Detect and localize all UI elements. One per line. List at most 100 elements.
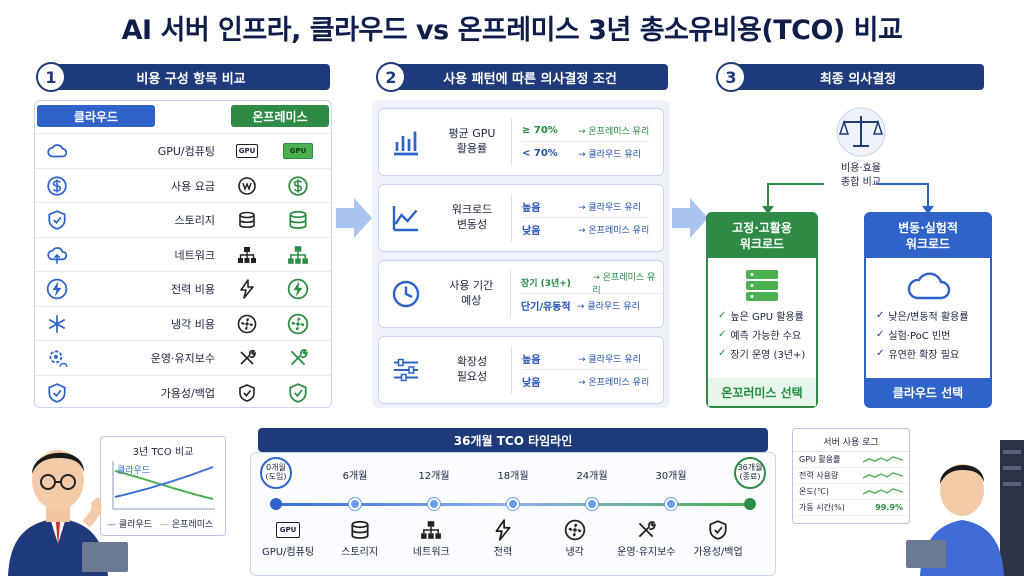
timeline-point-label: 18개월 xyxy=(497,471,529,482)
fan-icon xyxy=(229,314,265,334)
condition-box: 사용 기간 예상 장기 (3년+) → 온프레미스 유리 단기/유동적 → 클라… xyxy=(378,260,664,328)
database-icon xyxy=(325,517,395,543)
mini-chart-legend: — 클라우드 — 온프레미스 xyxy=(107,517,213,530)
comparison-item-label: 사용 요금 xyxy=(171,179,215,193)
scale-label: 비용·효율 종합 비교 xyxy=(841,163,881,188)
step-1-header: 비용 구성 항목 비교 xyxy=(52,64,330,90)
condition-row: ≥ 70% → 온프레미스 유리 xyxy=(522,120,650,142)
onprem-tools-icon xyxy=(265,347,331,369)
network-icon xyxy=(229,245,265,265)
server-log-row: 온도(℃) xyxy=(793,484,909,500)
tools-icon xyxy=(611,517,681,543)
condition-result: → 온프레미스 유리 xyxy=(592,272,656,296)
condition-label: 사용 기간 예상 xyxy=(449,279,494,307)
decision-criterion: ✓실험·PoC 빈번 xyxy=(876,329,951,342)
check-icon: ✓ xyxy=(718,310,727,321)
condition-box: 워크로드 변동성 높음 → 클라우드 유리 낮음 → 온프레미스 유리 xyxy=(378,184,664,252)
comparison-row: 전력 비용 xyxy=(35,271,331,306)
cloud-icon xyxy=(907,272,951,300)
condition-key: < 70% xyxy=(522,147,558,159)
condition-result: → 온프레미스 유리 xyxy=(578,127,650,137)
timeline-dot xyxy=(270,498,282,510)
condition-row: 낮음 → 온프레미스 유리 xyxy=(522,370,649,392)
timeline-point-label: 0개월 (도입) xyxy=(260,457,292,489)
decision-criterion: ✓낮은/변동적 활용률 xyxy=(876,310,969,323)
timeline-point-label: 12개월 xyxy=(418,471,450,482)
timeline-cost-label: GPU/컴퓨팅 xyxy=(261,547,315,558)
timeline-cost-label: 스토리지 xyxy=(341,547,379,558)
mini-chart-line-label: 클라우드 xyxy=(117,466,151,476)
flow-arrow-2 xyxy=(672,198,708,238)
comparison-item-label: 네트워크 xyxy=(174,248,215,262)
condition-row: 낮음 → 온프레미스 유리 xyxy=(522,218,649,240)
timeline-panel xyxy=(250,452,776,576)
condition-row: < 70% → 클라우드 유리 xyxy=(522,142,649,164)
step-3-label: 최종 의사결정 xyxy=(819,71,897,87)
comparison-item-label: 냉각 비용 xyxy=(171,317,215,331)
condition-rows: 높음 → 클라우드 유리 낮음 → 온프레미스 유리 xyxy=(522,196,650,240)
comparison-item-label: 스토리지 xyxy=(174,214,215,227)
clock-icon xyxy=(379,279,433,309)
timeline-dot xyxy=(349,498,361,510)
condition-box: 평균 GPU 활용률 ≥ 70% → 온프레미스 유리 < 70% → 클라우드… xyxy=(378,108,664,176)
timeline-cost-item: 네트워크 xyxy=(396,517,466,558)
decision-branch-arrows xyxy=(762,183,934,214)
server-log-row: GPU 활용률 xyxy=(793,452,909,468)
condition-result: → 클라우드 유리 xyxy=(578,149,641,160)
legend-cloud: — 클라우드 xyxy=(107,520,152,530)
check-icon: ✓ xyxy=(718,329,727,340)
decision-criterion: ✓높은 GPU 활용률 xyxy=(718,310,804,323)
cloud-icon xyxy=(35,140,79,162)
server-log-label: GPU 활용률 xyxy=(799,455,841,464)
condition-row: 단기/유동적 → 클라우드 유리 xyxy=(521,294,663,316)
server-log-label: 가동 시간(%) xyxy=(799,503,845,512)
trend-line-icon xyxy=(379,203,433,233)
variable-workload-card: 변동·실험적 워크로드 ✓낮은/변동적 활용률✓실험·PoC 빈번✓유연한 확장… xyxy=(864,212,992,408)
server-rack-icon xyxy=(746,270,778,301)
condition-label: 평균 GPU 활용률 xyxy=(448,127,496,155)
onprem-lightning-circle-icon xyxy=(265,278,331,300)
timeline-dot xyxy=(744,498,756,510)
check-icon: ✓ xyxy=(876,329,885,340)
timeline-cost-item: 운영·유지보수 xyxy=(611,517,681,558)
step-2-number: 2 xyxy=(376,62,406,92)
condition-box: 확장성 필요성 높음 → 클라우드 유리 낮음 → 온프레미스 유리 xyxy=(378,336,664,404)
condition-key: ≥ 70% xyxy=(522,125,558,136)
sparkline xyxy=(863,455,903,463)
condition-rows: ≥ 70% → 온프레미스 유리 < 70% → 클라우드 유리 xyxy=(522,120,650,164)
timeline-cost-item: 가용성/백업 xyxy=(683,517,753,558)
condition-row: 높음 → 클라우드 유리 xyxy=(522,348,650,370)
onprem-dollar-icon xyxy=(265,175,331,197)
condition-label: 워크로드 변동성 xyxy=(451,203,493,231)
step-3-header: 최종 의사결정 xyxy=(732,64,984,90)
timeline-cost-item: 전력 xyxy=(468,517,538,558)
timeline-cost-label: 가용성/백업 xyxy=(693,547,743,558)
lightning-icon xyxy=(229,279,265,299)
condition-result: → 온프레미스 유리 xyxy=(578,377,650,388)
step-2-label: 사용 패턴에 따른 의사결정 조건 xyxy=(443,71,617,87)
network-icon xyxy=(396,517,466,543)
database-icon xyxy=(229,210,265,230)
snowflake-icon xyxy=(35,313,79,335)
condition-key: 단기/유동적 xyxy=(520,301,571,313)
timeline-dot xyxy=(428,498,440,510)
decision-criterion: ✓장기 운영 (3년+) xyxy=(718,348,806,361)
sliders-icon xyxy=(379,355,433,385)
scale-icon xyxy=(836,107,886,157)
check-icon: ✓ xyxy=(876,310,885,321)
onprem-fan-icon xyxy=(265,313,331,335)
timeline-cost-label: 전력 xyxy=(493,547,513,558)
condition-key: 높음 xyxy=(522,203,541,214)
condition-result: → 클라우드 유리 xyxy=(578,355,641,365)
engineer-illustration xyxy=(906,440,1024,576)
shield-check-icon xyxy=(35,382,79,404)
timeline-cost-item: 스토리지 xyxy=(325,517,395,558)
step-1-number: 1 xyxy=(36,62,66,92)
mini-chart-lines xyxy=(112,461,215,510)
gear-people-icon xyxy=(35,347,79,369)
gpu-chip-icon: GPU xyxy=(253,517,323,543)
comparison-row: 사용 요금 xyxy=(35,167,331,203)
comparison-row: GPU/컴퓨팅 GPU GPU xyxy=(35,133,331,168)
